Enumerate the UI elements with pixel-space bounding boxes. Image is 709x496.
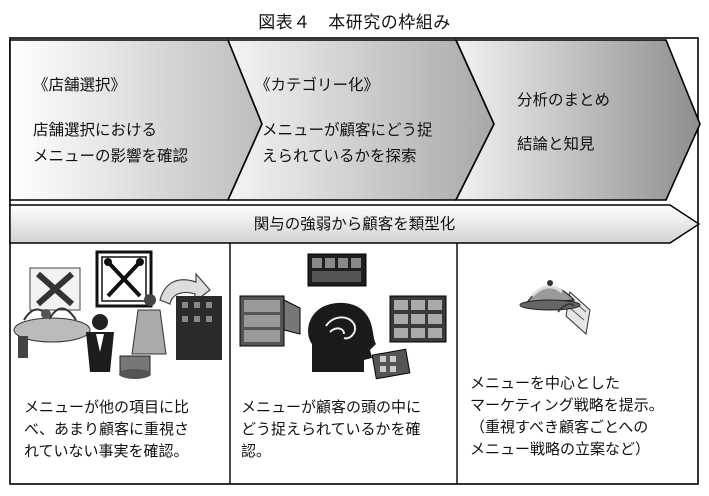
circuit-board-icon <box>371 348 411 380</box>
filing-cabinet-icon <box>239 295 301 347</box>
waiter-icon <box>92 314 108 330</box>
stage-1-line-2: メニューの影響を確認 <box>33 147 189 165</box>
stage-1-heading: 《店舗選択》 <box>33 76 127 94</box>
column-2-desc-line-3: 認。 <box>241 442 272 460</box>
column-2-desc-line-1: メニューが顧客の頭の中に <box>241 398 422 416</box>
column-3-desc-line-2: マーケティング戦略を提示。 <box>470 396 664 414</box>
fork-knife-icon <box>95 250 153 308</box>
cloche-icon <box>519 280 581 313</box>
restaurant-selection-clipart <box>13 250 222 379</box>
classification-arrow <box>9 204 701 244</box>
stage-2-line-1: メニューが顧客にどう捉 <box>262 121 433 139</box>
stage-1-line-1: 店舗選択における <box>33 121 158 139</box>
classification-label: 関与の強弱から顧客を類型化 <box>253 215 456 233</box>
mind-filing-clipart <box>239 253 447 380</box>
column-3-desc-line-3: （重視すべき顧客ごとへの <box>470 418 649 436</box>
stage-chevron-3 <box>454 39 701 201</box>
stage-2-heading: 《カテゴリー化》 <box>255 76 380 94</box>
outer-frame <box>9 37 699 485</box>
column-3-desc-line-4: メニュー戦略の立案など） <box>470 440 651 458</box>
column-3-desc-line-1: メニューを中心とした <box>470 374 621 392</box>
stage-2-line-2: えられているかを探索 <box>262 147 417 165</box>
cash-tray-icon <box>307 253 367 287</box>
figure-title: 図表４ 本研究の枠組み <box>258 13 451 33</box>
serving-cloche-clipart <box>519 280 591 335</box>
x-mark-icon <box>29 267 81 311</box>
column-1-desc-line-2: べ、あまり顧客に重視さ <box>24 420 190 438</box>
column-1-desc-line-3: れていない事実を確認。 <box>24 442 189 460</box>
stage-3-heading: 分析のまとめ <box>517 91 611 109</box>
column-1-desc-line-1: メニューが他の項目に比 <box>24 398 190 416</box>
file-drawers-icon <box>389 295 447 343</box>
head-silhouette-icon <box>308 302 376 372</box>
column-2-desc-line-2: どう捉えられているかを確 <box>241 420 421 438</box>
stage-3-line-1: 結論と知見 <box>517 135 595 153</box>
